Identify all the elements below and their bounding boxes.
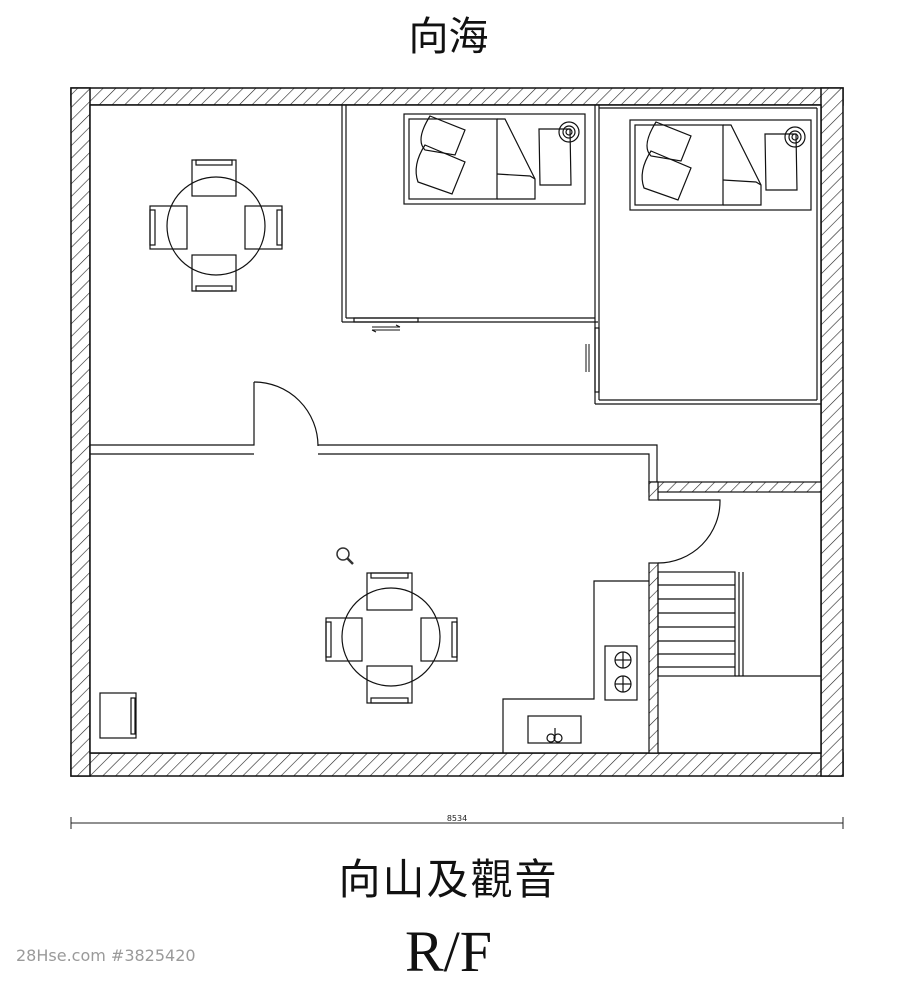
watermark: 28Hse.com #3825420 (16, 946, 196, 965)
magnifier-icon[interactable] (336, 547, 354, 565)
floor-label: R/F (404, 919, 493, 984)
orientation-bottom-label: 向山及觀音 (338, 855, 559, 904)
staircase (657, 571, 821, 677)
kitchen-counter (502, 580, 649, 753)
bedroom-2 (585, 105, 821, 405)
dimension-value: 8534 (447, 814, 467, 823)
bedroom-1 (341, 105, 598, 333)
orientation-top-label: 向海 (408, 14, 489, 60)
dining-table-top (149, 159, 283, 292)
dimension-line: 8534 (70, 814, 844, 829)
fridge (99, 692, 137, 739)
floor-plan: 8534 (70, 87, 844, 829)
dining-table-bottom (325, 572, 458, 704)
partition-wall (90, 381, 721, 564)
exterior-walls (70, 87, 844, 777)
